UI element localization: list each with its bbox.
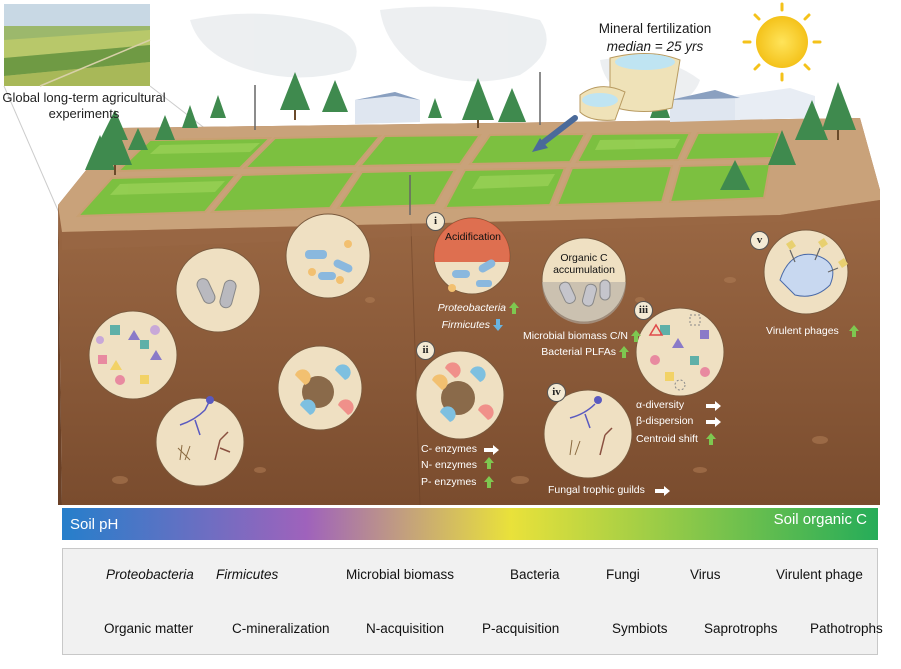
circle-iv-fungi [543,389,633,479]
label-p-enzymes: P- enzymes [421,476,477,488]
numeral-iii: iii [634,301,653,320]
legend-fungi: Fungi [606,567,640,582]
farm-buildings [355,88,815,124]
legend-bacteria: Bacteria [510,567,560,582]
sun-icon [742,2,822,82]
circle-v-phages [763,229,849,315]
legend-virus: Virus [690,567,721,582]
organic-c-title: Organic C accumulation [548,252,620,276]
label-proteobacteria: Proteobacteria [437,302,506,314]
gradient-bar [62,508,878,540]
legend-symbiots: Symbiots [612,621,668,636]
legend-c-mineralization: C-mineralization [232,621,330,636]
fertilization-label: Mineral fertilization median = 25 yrs [560,20,750,56]
label-bacterial-plfas: Bacterial PLFAs [541,346,616,358]
weather-stations [254,72,541,215]
circle-i-acidification [433,217,511,295]
label-microbial-biomass-cn: Microbial biomass C/N [522,330,628,342]
numeral-i: i [426,212,445,231]
photo-caption: Global long-term agricultural experiment… [2,90,166,121]
label-c-enzymes: C- enzymes [421,443,478,455]
trend-arrows [484,302,859,496]
fertilization-median: median = 25 yrs [606,39,704,54]
organic-c-title-line1: Organic C [560,252,608,264]
organic-c-title-line2: accumulation [553,264,615,276]
circle-ii-enzymes [415,350,505,440]
label-alpha-diversity: α-diversity [636,399,685,411]
acidification-title: Acidification [444,231,502,243]
circle-left-community [88,310,178,400]
field-photo [4,4,151,87]
circle-left-bacteria [285,213,371,299]
soil-ph-label: Soil pH [70,516,119,533]
label-centroid-shift: Centroid shift [636,433,698,445]
circle-left-fungi [155,396,245,487]
fertilizer-sack [579,52,681,121]
legend-pathotrophs: Pathotrophs [810,621,883,636]
legend-box [62,548,878,655]
label-firmicutes: Firmicutes [441,319,490,331]
numeral-iv: iv [547,383,566,402]
legend-firmicutes: Firmicutes [216,567,279,582]
circle-left-organic [277,345,363,431]
soil-organic-c-label: Soil organic C [773,511,867,528]
legend-p-acquisition: P-acquisition [482,621,560,636]
circle-left-biomass [175,247,261,333]
trees [85,72,856,190]
legend-n-acquisition: N-acquisition [366,621,445,636]
circle-organic-c [541,237,627,324]
circle-iii-diversity [635,307,725,397]
fertilization-title: Mineral fertilization [598,21,712,36]
legend-proteobacteria: Proteobacteria [106,567,194,582]
label-n-enzymes: N- enzymes [421,459,478,471]
legend-microbial-biomass: Microbial biomass [346,567,455,582]
label-fungal-trophic-guilds: Fungal trophic guilds [548,484,645,496]
label-virulent-phages: Virulent phages [766,325,839,337]
legend-saprotrophs: Saprotrophs [704,621,778,636]
numeral-v: v [750,231,769,250]
legend-organic-matter: Organic matter [104,621,194,636]
numeral-ii: ii [416,341,435,360]
label-beta-dispersion: β-dispersion [636,415,694,427]
legend-virulent-phage: Virulent phage [776,567,863,582]
